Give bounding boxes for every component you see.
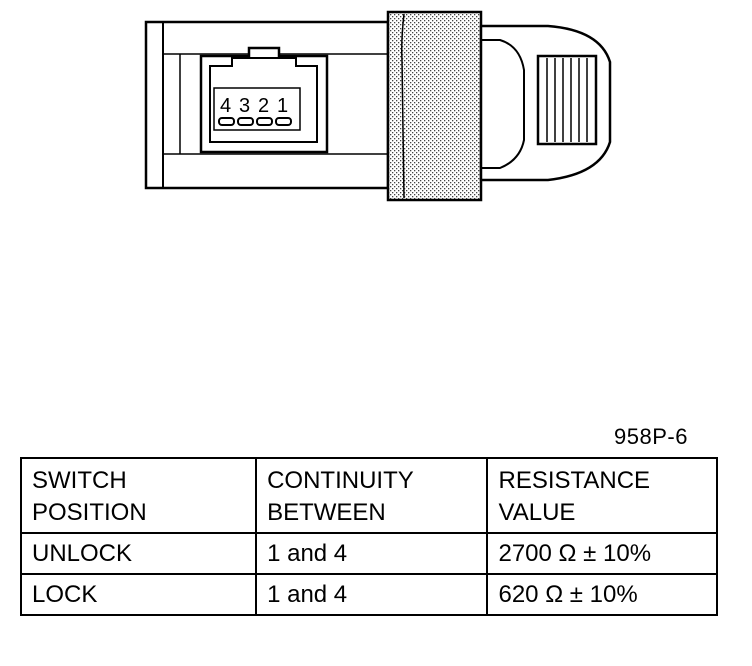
cell-switch-position: LOCK (19, 573, 258, 616)
pin-label-3: 3 (239, 95, 250, 117)
pin-label-2: 2 (258, 95, 269, 117)
resistance-table: SWITCH POSITION CONTINUITY BETWEEN RESIS… (19, 457, 718, 616)
pin-terminals (218, 117, 292, 126)
figure-id: 958P-6 (614, 424, 688, 449)
switch-connector-diagram: 4 3 2 1 (144, 10, 612, 202)
pin-label-4: 4 (220, 95, 231, 117)
header-resistance-value: RESISTANCE VALUE (486, 457, 718, 534)
cell-continuity: 1 and 4 (255, 573, 489, 616)
cell-continuity: 1 and 4 (255, 532, 489, 575)
pin-terminal (237, 117, 254, 126)
table-row: LOCK 1 and 4 620 Ω ± 10% (19, 573, 718, 616)
cell-resistance: 620 Ω ± 10% (486, 573, 718, 616)
table-header-row: SWITCH POSITION CONTINUITY BETWEEN RESIS… (19, 457, 718, 534)
cell-switch-position: UNLOCK (19, 532, 258, 575)
cell-resistance: 2700 Ω ± 10% (486, 532, 718, 575)
switch-collar (386, 10, 483, 202)
pin-terminal (218, 117, 235, 126)
pin-terminal (256, 117, 273, 126)
pin-label-1: 1 (277, 95, 288, 117)
knurled-tip (536, 54, 598, 146)
header-continuity-between: CONTINUITY BETWEEN (255, 457, 489, 534)
table-row: UNLOCK 1 and 4 2700 Ω ± 10% (19, 532, 718, 575)
pin-terminal (275, 117, 292, 126)
header-switch-position: SWITCH POSITION (19, 457, 258, 534)
